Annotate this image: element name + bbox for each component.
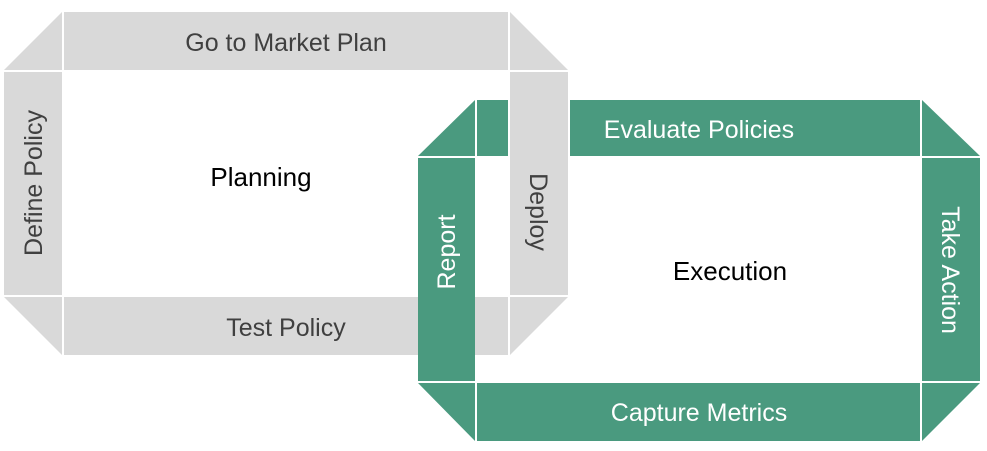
planning-band-left xyxy=(4,72,62,295)
execution-title: Execution xyxy=(673,256,787,286)
planning-band-right xyxy=(510,72,568,295)
execution-band-bottom xyxy=(477,383,920,441)
execution-band-top-stub xyxy=(477,100,508,156)
execution-top-label: Evaluate Policies xyxy=(604,116,794,144)
planning-title: Planning xyxy=(210,162,311,192)
planning-bottom-label: Test Policy xyxy=(226,314,346,342)
planning-left-label: Define Policy xyxy=(20,110,48,256)
planning-corner-top-left xyxy=(4,12,62,70)
planning-right-label: Deploy xyxy=(524,173,552,251)
planning-top-label: Go to Market Plan xyxy=(185,29,386,57)
execution-band-left xyxy=(418,158,475,381)
execution-loop xyxy=(418,100,980,441)
execution-corner-top-left xyxy=(418,100,475,156)
execution-corner-bottom-right xyxy=(922,383,980,441)
execution-band-top xyxy=(570,100,920,156)
execution-band-right xyxy=(922,158,980,381)
execution-corner-top-right xyxy=(922,100,980,156)
execution-corner-bottom-left xyxy=(418,383,475,441)
execution-bottom-label: Capture Metrics xyxy=(611,399,787,427)
planning-band-top xyxy=(64,12,508,70)
planning-corner-top-right xyxy=(510,12,568,70)
execution-right-label: Take Action xyxy=(936,206,964,334)
planning-corner-bottom-left xyxy=(4,297,62,355)
planning-corner-bottom-right xyxy=(510,297,568,355)
execution-left-label: Report xyxy=(433,214,461,289)
